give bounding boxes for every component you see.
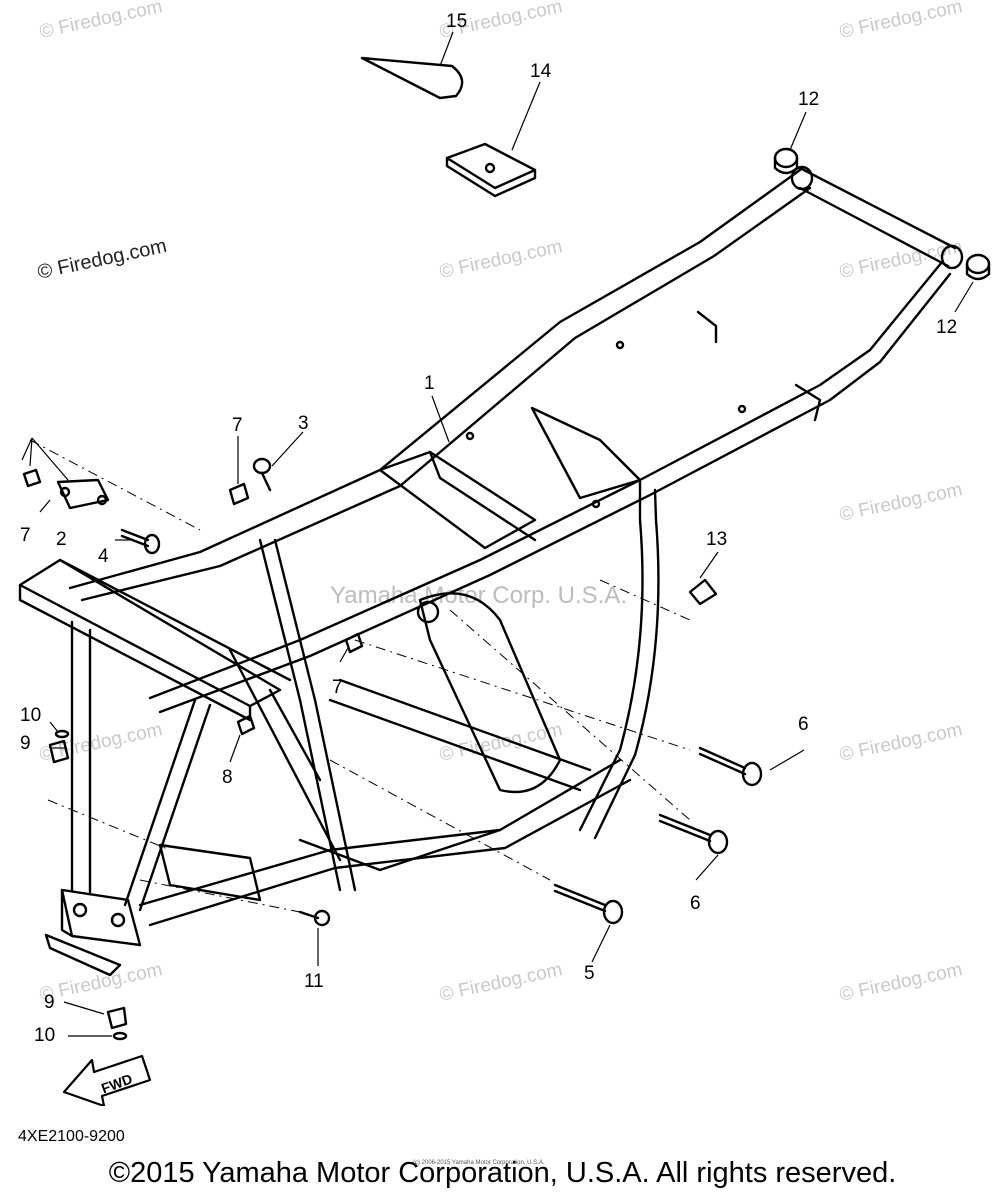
callout-15: 15: [446, 11, 468, 32]
callout-13: 13: [706, 529, 728, 550]
callout-12: 12: [936, 317, 958, 338]
part-14-plate: [445, 142, 537, 198]
part-12-caps: [773, 147, 991, 281]
part-code: 4XE2100-9200: [18, 1128, 125, 1145]
callout-4: 4: [98, 546, 109, 567]
callout-12: 12: [798, 89, 820, 110]
upper-rail-left-outer: [68, 168, 802, 590]
callout-3: 3: [298, 413, 309, 434]
lower-rail: [138, 758, 632, 927]
callout-9: 9: [44, 992, 55, 1013]
fwd-arrow-icon: FWD: [62, 1054, 152, 1106]
front-crossbar: [18, 558, 282, 722]
callout-8: 8: [222, 767, 233, 788]
side-plate: [418, 592, 562, 794]
left-down-tube: [70, 620, 92, 894]
small-copyright: (c) 2006-2015 Yamaha Motor Corporation, …: [413, 1160, 545, 1166]
callout-6: 6: [690, 893, 701, 914]
copyright-notice: ©2015 Yamaha Motor Corporation, U.S.A. A…: [108, 1157, 897, 1189]
callout-10: 10: [34, 1025, 56, 1046]
callout-11: 11: [304, 971, 324, 992]
callout-5: 5: [584, 963, 595, 984]
rear-cross-tube: [798, 166, 957, 268]
callout-2: 2: [56, 529, 67, 550]
callout-14: 14: [530, 61, 552, 82]
callout-10: 10: [20, 705, 42, 726]
callout-1: 1: [424, 373, 435, 394]
callout-7: 7: [232, 415, 243, 436]
callout-7: 7: [332, 677, 343, 698]
callout-7: 7: [20, 525, 31, 546]
part-15-strip: [360, 56, 464, 100]
callout-6: 6: [798, 714, 809, 735]
callout-9: 9: [20, 733, 31, 754]
